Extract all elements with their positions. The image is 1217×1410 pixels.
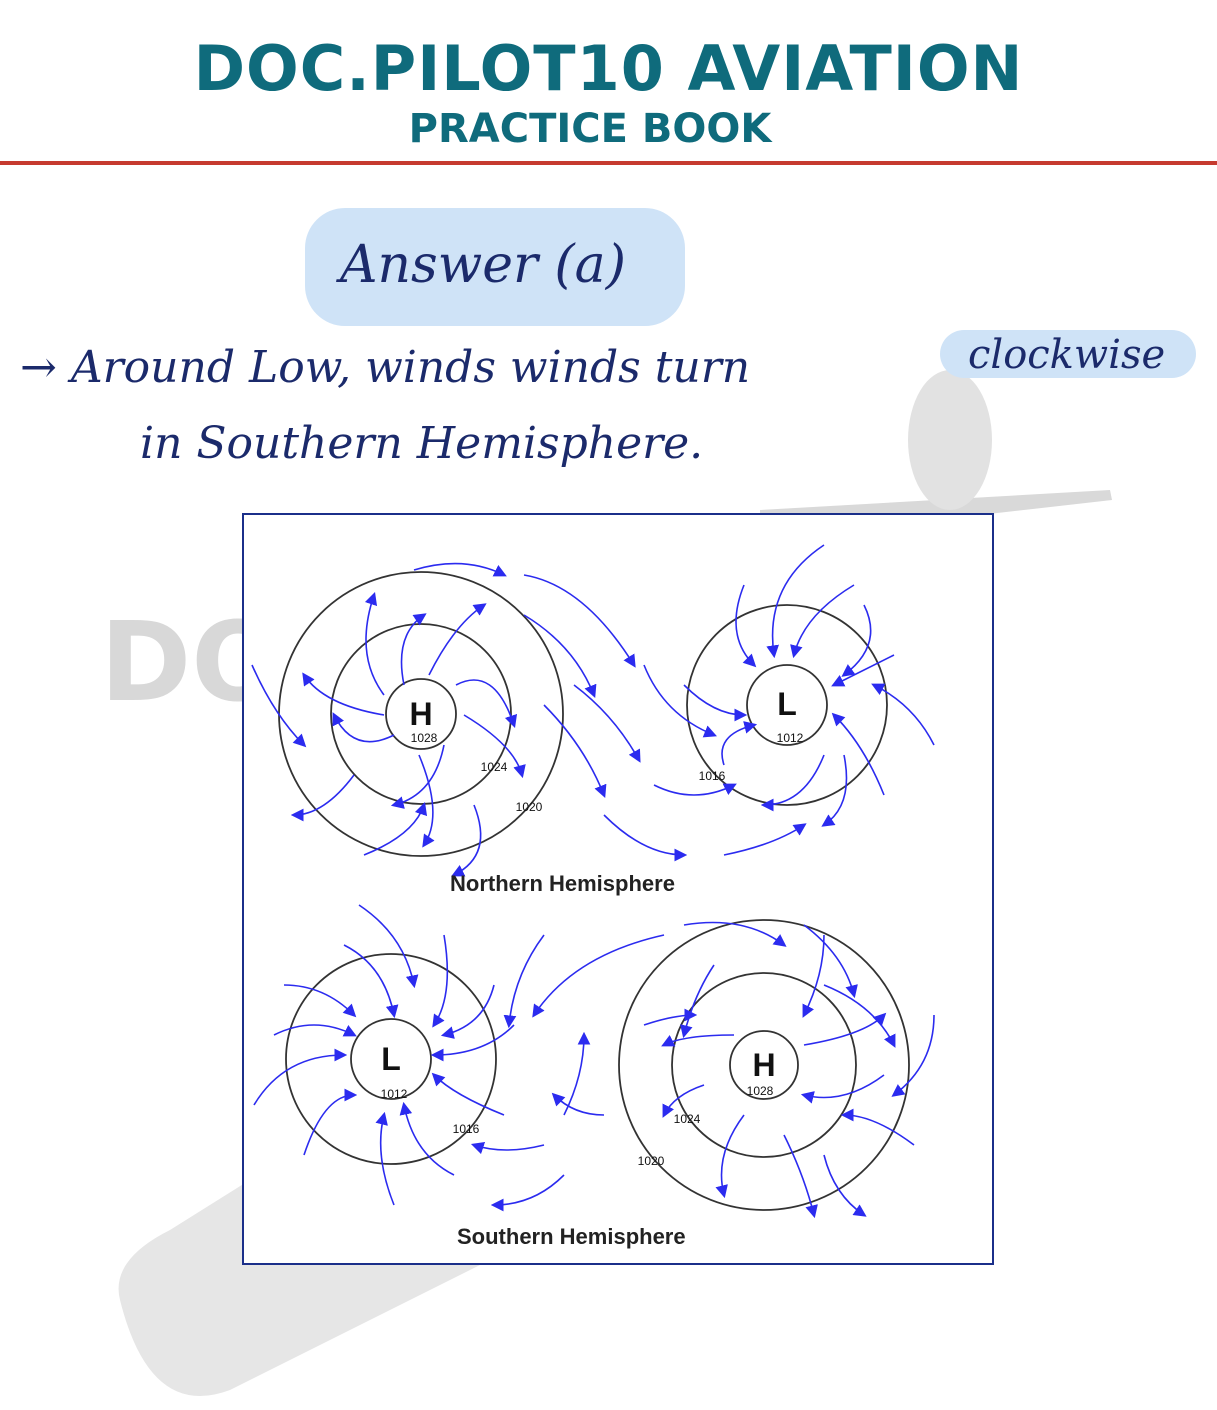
south-isobar-label: 1024 [674,1112,701,1126]
clockwise-highlight [940,330,1196,378]
south-low-pressure: 1012 [381,1087,408,1101]
north-isobar-label: 1024 [481,760,508,774]
wind-circulation-figure: H 1028 L 1012 1024 1020 1016 L 1012 H 10… [251,544,935,1219]
answer-label: Answer (a) [340,235,626,295]
note-line-2: in Southern Hemisphere. [140,418,704,469]
book-title: DOC.PILOT10 AVIATION [193,32,1024,105]
page-header: DOC.PILOT10 AVIATION PRACTICE BOOK [0,0,1217,170]
south-isobar-label: 1016 [453,1122,480,1136]
note-line-1: → Around Low, winds winds turn [20,342,751,393]
southern-hemisphere-label: Southern Hemisphere [457,1224,686,1249]
southern-wind-arrows [253,904,935,1219]
north-high-pressure: 1028 [411,731,438,745]
north-high-letter: H [409,696,432,732]
header-divider [0,161,1217,165]
pressure-systems-diagram: H 1028 L 1012 1024 1020 1016 L 1012 H 10… [242,513,994,1265]
north-low-pressure: 1012 [777,731,804,745]
north-isobar-label: 1020 [516,800,543,814]
northern-hemisphere-label: Northern Hemisphere [450,871,675,896]
south-high-letter: H [752,1047,775,1083]
north-isobar-label: 1016 [699,769,726,783]
book-subtitle: PRACTICE BOOK [408,106,772,152]
north-low-letter: L [777,686,797,722]
northern-wind-arrows [251,544,935,877]
clockwise-word: clockwise [968,332,1166,378]
south-high-pressure: 1028 [747,1084,774,1098]
answer-highlight [305,208,685,326]
south-low-letter: L [381,1041,401,1077]
south-isobar-label: 1020 [638,1154,665,1168]
